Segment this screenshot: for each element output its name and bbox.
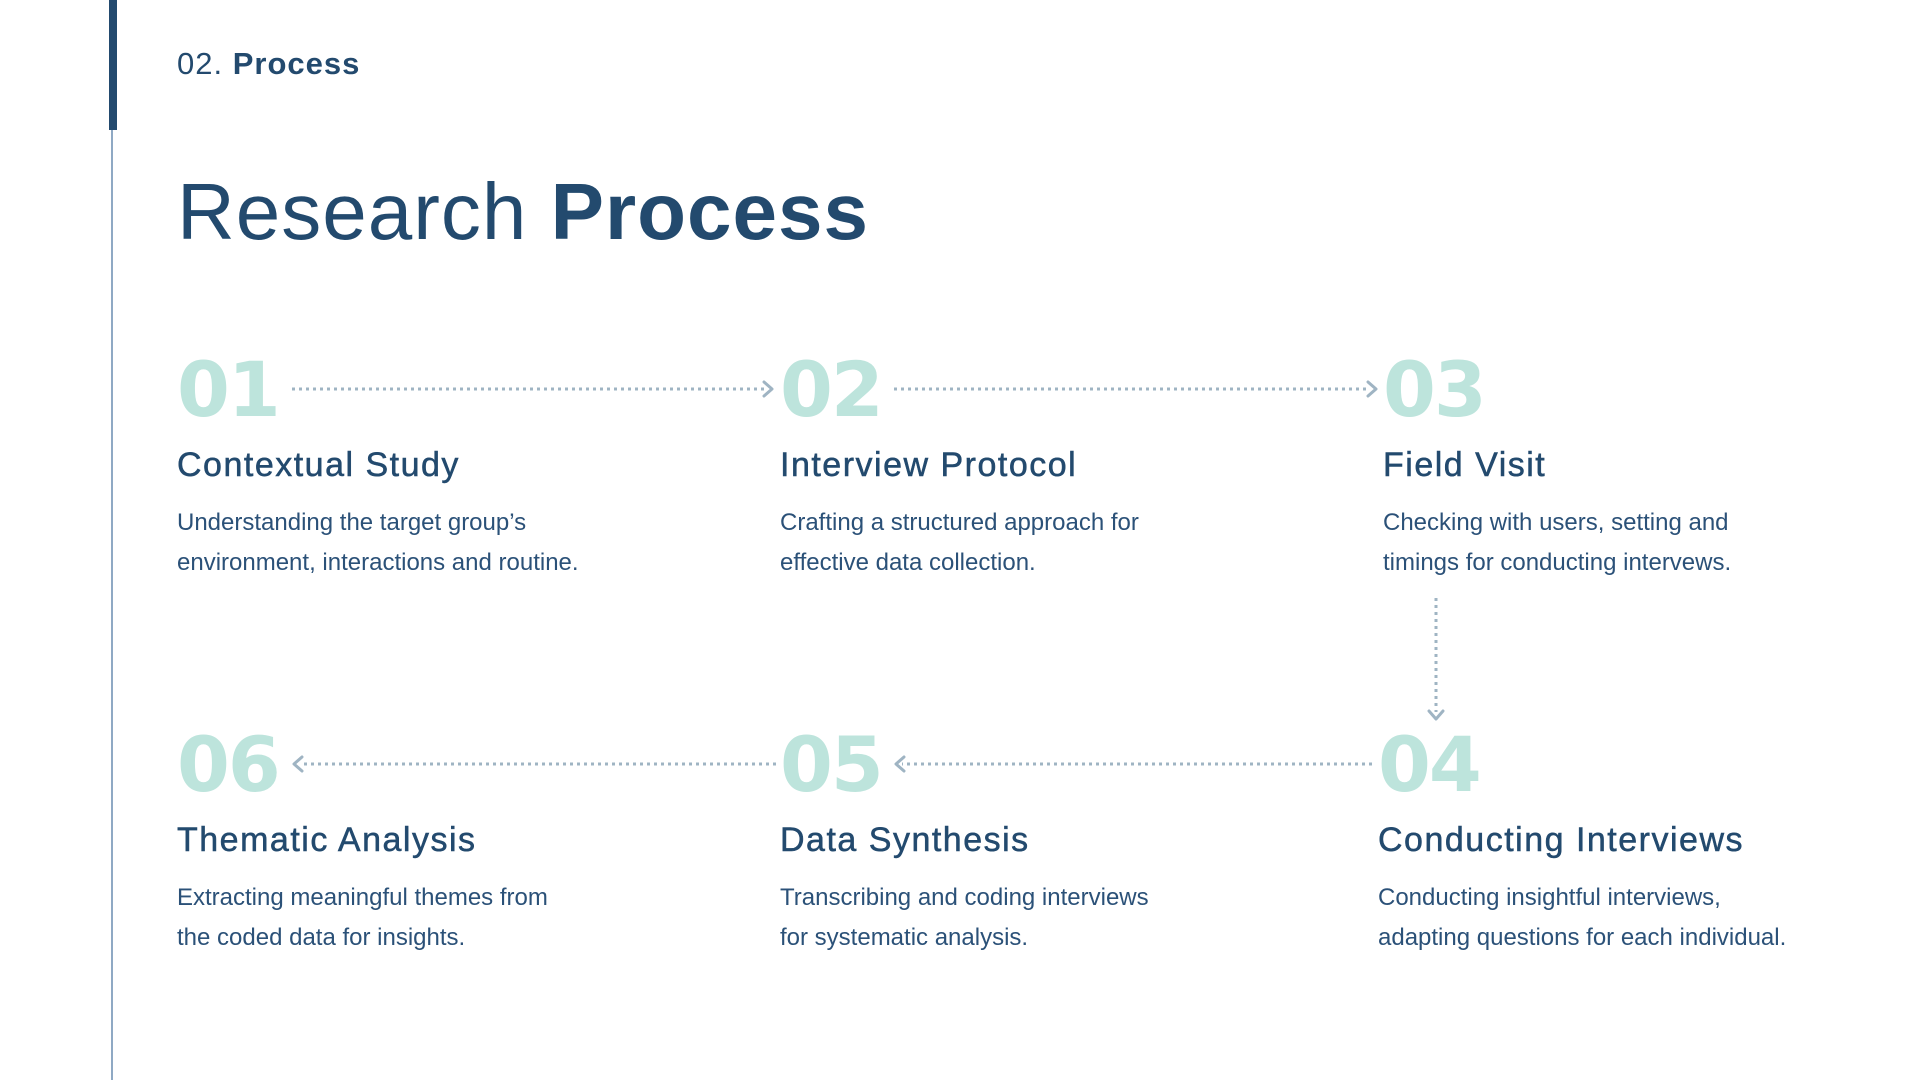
step-title: Conducting Interviews	[1378, 821, 1745, 860]
step-number: 01	[177, 345, 281, 434]
step-description-line: the coded data for insights.	[177, 924, 466, 951]
step-description: Extracting meaningful themes from the co…	[177, 878, 637, 958]
step-number: 03	[1383, 345, 1487, 434]
page-title-light: Research	[177, 167, 528, 256]
left-accent-bar	[109, 0, 117, 130]
step-01: 01 Contextual Study Understanding the ta…	[177, 352, 647, 583]
step-02: 02 Interview Protocol Crafting a structu…	[780, 352, 1250, 583]
step-description: Crafting a structured approach for effec…	[780, 503, 1240, 583]
section-number: 02.	[177, 46, 224, 81]
step-title: Field Visit	[1383, 446, 1547, 485]
step-title: Data Synthesis	[780, 821, 1030, 860]
step-number: 02	[780, 345, 884, 434]
step-description-line: Crafting a structured approach for	[780, 509, 1139, 536]
section-label: 02. Process	[177, 46, 360, 82]
step-description-line: for systematic analysis.	[780, 924, 1029, 951]
step-description: Transcribing and coding interviews for s…	[780, 878, 1240, 958]
step-title: Contextual Study	[177, 446, 460, 485]
section-name: Process	[232, 46, 361, 81]
step-description-line: Understanding the target group’s	[177, 509, 527, 536]
left-vertical-rule	[111, 0, 113, 1080]
step-description-line: environment, interactions and routine.	[177, 549, 579, 576]
step-title: Interview Protocol	[780, 446, 1078, 485]
step-description-line: Transcribing and coding interviews	[780, 884, 1149, 911]
step-description: Understanding the target group’s environ…	[177, 503, 637, 583]
step-title: Thematic Analysis	[177, 821, 477, 860]
step-04: 04 Conducting Interviews Conducting insi…	[1378, 727, 1848, 958]
step-description-line: Checking with users, setting and	[1383, 509, 1729, 536]
step-description-line: adapting questions for each individual.	[1378, 924, 1787, 951]
step-description-line: Extracting meaningful themes from	[177, 884, 548, 911]
page-title-bold: Process	[550, 167, 869, 256]
arrowhead-02-03	[1366, 380, 1378, 398]
step-description: Checking with users, setting and timings…	[1383, 503, 1843, 583]
step-03: 03 Field Visit Checking with users, sett…	[1383, 352, 1853, 583]
page-title: Research Process	[177, 168, 869, 256]
step-number: 06	[177, 720, 281, 809]
step-number: 05	[780, 720, 884, 809]
step-number: 04	[1378, 720, 1482, 809]
step-description: Conducting insightful interviews, adapti…	[1378, 878, 1838, 958]
arrowhead-01-02	[762, 380, 774, 398]
step-description-line: Conducting insightful interviews,	[1378, 884, 1721, 911]
step-06: 06 Thematic Analysis Extracting meaningf…	[177, 727, 647, 958]
arrowhead-03-04	[1427, 709, 1445, 721]
step-description-line: effective data collection.	[780, 549, 1036, 576]
step-05: 05 Data Synthesis Transcribing and codin…	[780, 727, 1250, 958]
step-description-line: timings for conducting intervews.	[1383, 549, 1732, 576]
